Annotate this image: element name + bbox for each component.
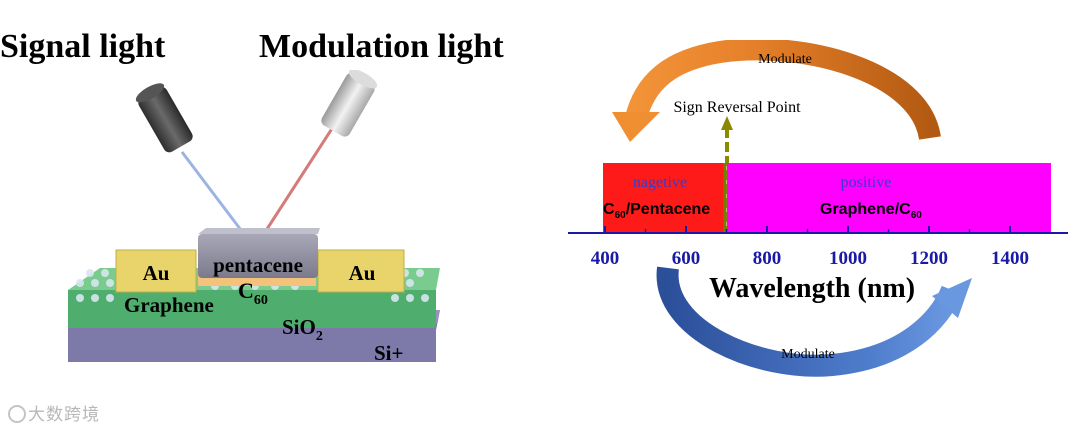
- positive-region: [727, 163, 1051, 233]
- au-left-pad: [115, 249, 197, 293]
- pentacene-label: pentacene: [213, 253, 303, 277]
- modulation-light-title: Modulation light: [259, 28, 504, 65]
- modulation-beam: [254, 126, 335, 247]
- axis-tick-label: 1200: [910, 248, 948, 269]
- sio2-label: SiO2: [282, 315, 323, 344]
- signal-light-title: Signal light: [0, 28, 166, 65]
- c60-label: C60: [238, 278, 268, 308]
- modulate-bottom-label: Modulate: [781, 347, 835, 362]
- spectrum-diagram: Modulate Sign Reversal Point nagetive C6…: [568, 40, 1068, 377]
- axis-tick-label: 600: [672, 248, 701, 269]
- positive-material: Graphene/C60: [820, 201, 922, 221]
- axis-tick-label: 1400: [991, 248, 1029, 269]
- au-right-pad: [317, 249, 405, 293]
- negative-word: nagetive: [633, 174, 687, 191]
- negative-region: [603, 163, 725, 233]
- graphene-label: Graphene: [124, 293, 214, 317]
- sign-reversal-label: Sign Reversal Point: [673, 99, 801, 116]
- pentacene-block: [198, 234, 318, 278]
- signal-laser: [135, 83, 193, 153]
- axis-tick-label: 1000: [829, 248, 867, 269]
- watermark: 大数跨境: [8, 400, 100, 425]
- device-diagram: Au Au pentacene C60 Graphene SiO2 Si+: [68, 70, 440, 365]
- axis-tick-label: 400: [591, 248, 620, 269]
- modulate-bottom-arrow: [656, 266, 963, 377]
- watermark-text: 大数跨境: [28, 405, 100, 425]
- au-right-label: Au: [349, 261, 376, 285]
- watermark-logo-icon: [8, 405, 26, 423]
- axis-tick-label: 800: [753, 248, 782, 269]
- si-label: Si+: [374, 341, 403, 365]
- modulate-top-label: Modulate: [758, 52, 812, 67]
- axis-ticks: 400 600 800 1000 1200 1400: [591, 226, 1029, 269]
- positive-word: positive: [841, 174, 892, 191]
- wavelength-axis-label: Wavelength (nm): [709, 273, 915, 304]
- negative-material: C60/Pentacene: [603, 201, 710, 221]
- modulate-top-arrow: [625, 40, 941, 141]
- graphene-layer: [68, 290, 436, 328]
- modulation-laser: [321, 70, 378, 137]
- au-left-label: Au: [143, 261, 170, 285]
